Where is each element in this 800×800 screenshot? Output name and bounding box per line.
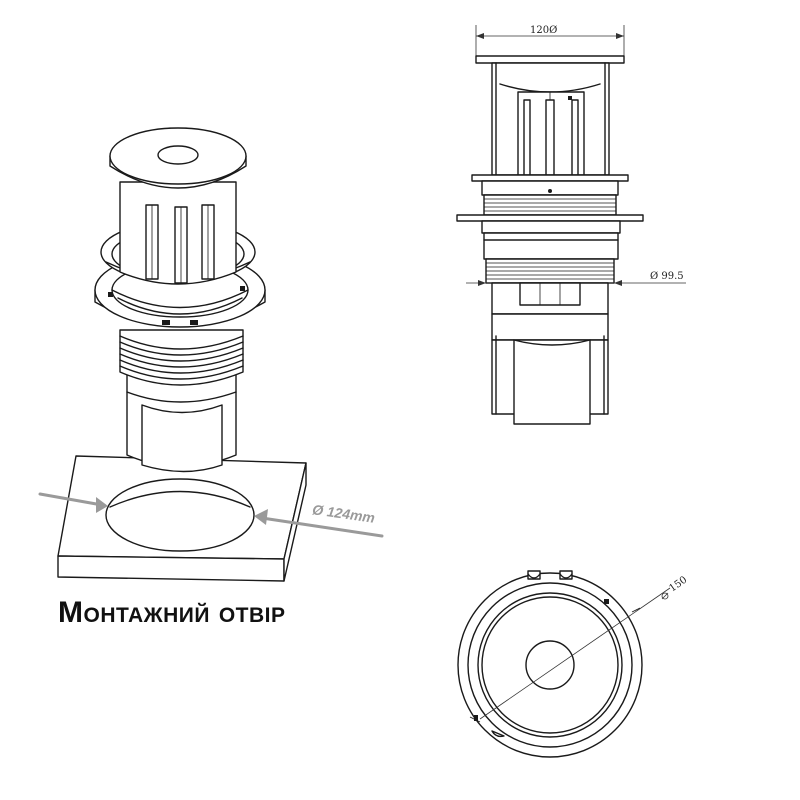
plan-center-button bbox=[525, 640, 575, 690]
elevation-top-cap bbox=[475, 55, 625, 64]
top-width-label: 120Ø bbox=[530, 25, 557, 36]
top-plan-view: 150 bbox=[457, 570, 689, 758]
side-elevation-view: 120Ø bbox=[456, 25, 686, 425]
threaded-body bbox=[119, 329, 244, 386]
hole-diameter-label: Ø 124mm bbox=[311, 501, 376, 526]
flange-diameter-label: 150 bbox=[667, 574, 689, 594]
body-diameter-label: Ø 99.5 bbox=[650, 271, 684, 282]
mounting-hole bbox=[105, 478, 255, 552]
column bbox=[119, 181, 237, 285]
top-cap bbox=[109, 127, 247, 189]
isometric-view: Ø 124mm bbox=[38, 127, 384, 582]
caption: Монтажний отвір bbox=[58, 596, 286, 629]
elevation-upper-thread bbox=[483, 194, 617, 216]
lower-housing bbox=[126, 369, 237, 473]
top-width-dimension: 120Ø bbox=[475, 25, 625, 58]
cap-button bbox=[157, 145, 199, 165]
elevation-lower-thread bbox=[485, 258, 615, 284]
elevation-flange bbox=[456, 214, 644, 222]
